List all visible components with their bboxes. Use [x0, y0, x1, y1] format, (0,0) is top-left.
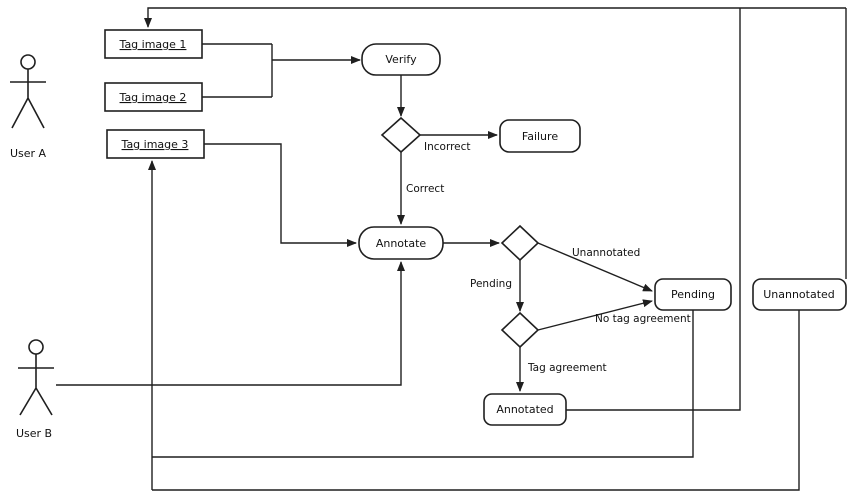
node-verify-box [361, 43, 441, 76]
actor-user-a: User A [10, 54, 47, 160]
node-annotated-box [483, 393, 567, 426]
node-verify: Verify [361, 43, 441, 76]
edge-annotated-to-toploop [566, 8, 741, 411]
edge-labels: Incorrect Correct Unannotated Pending No… [406, 141, 691, 374]
node-annotate: Annotate [358, 226, 444, 260]
edge-label-incorrect: Incorrect [424, 141, 471, 153]
node-verify-label: Verify [385, 53, 417, 66]
task-tag-image-2: Tag image 2 [104, 82, 203, 112]
task-tag-image-1: Tag image 1 [104, 29, 203, 59]
node-pending: Pending [654, 278, 732, 311]
node-annotated-label: Annotated [496, 403, 553, 416]
edge-label-tag-agreement: Tag agreement [527, 362, 607, 374]
edge-label-correct: Correct [406, 183, 444, 195]
task-tag-image-1-label: Tag image 1 [119, 38, 187, 51]
actor-user-b-label: User B [16, 427, 52, 440]
edge-label-unannotated: Unannotated [572, 247, 640, 259]
node-unannotated-box [752, 278, 847, 311]
user-b-head-icon [28, 339, 44, 355]
edge-label-pending: Pending [470, 278, 512, 290]
edge-userb-to-annotate [56, 261, 405, 386]
decision-annotation-status-diamond [500, 224, 540, 262]
node-pending-label: Pending [671, 288, 715, 301]
node-unannotated-label: Unannotated [763, 288, 835, 301]
actor-user-b: User B [16, 339, 54, 440]
edge-toploop-to-tag1 [144, 7, 846, 28]
user-a-body-icon [10, 69, 46, 129]
actor-user-a-label: User A [10, 147, 47, 160]
edge-label-no-tag-agreement: No tag agreement [595, 313, 691, 325]
task-tag-image-1-box [104, 29, 203, 59]
decisions [380, 116, 540, 349]
edge-tag3-to-annotate [204, 143, 357, 247]
edge-unannotated-to-bottomloop [152, 310, 800, 491]
task-tag-image-3: Tag image 3 [106, 129, 205, 159]
node-annotated: Annotated [483, 393, 567, 426]
node-unannotated: Unannotated [752, 278, 847, 311]
node-annotate-box [358, 226, 444, 260]
edge-decision3-to-pending [537, 299, 653, 331]
edges [56, 7, 847, 491]
edge-pending-to-bottomloop [152, 310, 694, 458]
node-failure: Failure [499, 119, 581, 153]
node-pending-box [654, 278, 732, 311]
task-tag-image-3-box [106, 129, 205, 159]
node-failure-box [499, 119, 581, 153]
user-a-head-icon [20, 54, 36, 70]
decision-tag-agreement-diamond [500, 311, 540, 349]
node-failure-label: Failure [522, 130, 558, 143]
user-b-body-icon [18, 354, 54, 416]
decision-verify-diamond [380, 116, 422, 154]
task-tag-image-3-label: Tag image 3 [121, 138, 189, 151]
task-tag-image-2-label: Tag image 2 [119, 91, 187, 104]
edge-decision2-to-pending [537, 242, 653, 292]
node-annotate-label: Annotate [376, 237, 427, 250]
task-tag-image-2-box [104, 82, 203, 112]
